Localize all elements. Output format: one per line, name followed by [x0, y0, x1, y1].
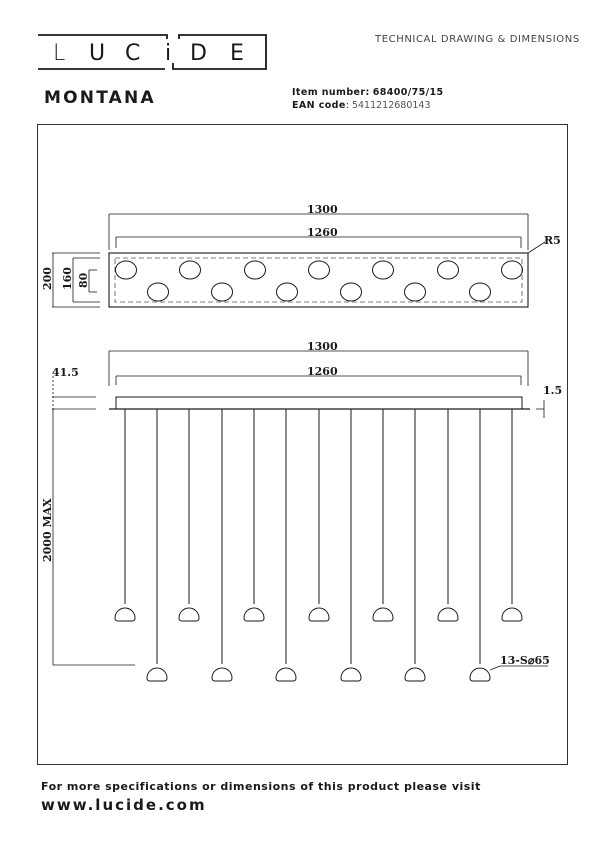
ean-colon: :: [345, 100, 352, 111]
item-number-row: Item number: 68400/75/15: [292, 86, 444, 99]
side-view: [52, 350, 548, 682]
top-inner-width-label: 1260: [307, 226, 338, 239]
ean-value: 5411212680143: [351, 100, 431, 111]
ean-label: EAN code: [292, 100, 346, 111]
row-offset-label: 80: [77, 272, 90, 288]
ean-row: EAN code: 5411212680143: [292, 99, 444, 112]
logo-letter-l: L: [53, 41, 65, 66]
item-number-value: 68400/75/15: [372, 87, 444, 98]
plate-thickness-label: 1.5: [543, 384, 562, 397]
website-link[interactable]: www.lucide.com: [41, 796, 207, 814]
lucide-logo: L U C i D E: [38, 34, 267, 70]
max-drop-label: 2000 MAX: [41, 498, 54, 562]
inner-depth-label: 160: [61, 267, 74, 290]
top-view: [52, 213, 546, 308]
top-view-row-1: [115, 260, 523, 280]
drawing-frame: [37, 124, 568, 765]
item-number-label: Item number:: [292, 87, 370, 98]
side-overall-width-label: 1300: [307, 340, 338, 353]
pendants-short: [114, 409, 523, 622]
top-overall-width-label: 1300: [307, 203, 338, 216]
overall-depth-label: 200: [41, 267, 54, 290]
pendants-long: [146, 409, 491, 682]
top-view-row-2: [147, 282, 491, 302]
logo-letter-u: U: [89, 41, 105, 66]
product-name: MONTANA: [44, 88, 156, 108]
item-info: Item number: 68400/75/15 EAN code: 54112…: [292, 86, 444, 112]
side-inner-width-label: 1260: [307, 365, 338, 378]
canopy-height-label: 41.5: [52, 366, 79, 379]
footer-note: For more specifications or dimensions of…: [41, 780, 481, 793]
logo-letter-d: D: [190, 41, 207, 66]
logo-letter-e: E: [230, 41, 244, 66]
document-type: TECHNICAL DRAWING & DIMENSIONS: [375, 34, 580, 45]
shade-spec-label: 13-S⌀65: [500, 654, 550, 667]
logo-letter-i: i: [165, 41, 171, 66]
corner-radius-label: R5: [544, 234, 561, 247]
logo-letter-c: C: [125, 41, 140, 66]
